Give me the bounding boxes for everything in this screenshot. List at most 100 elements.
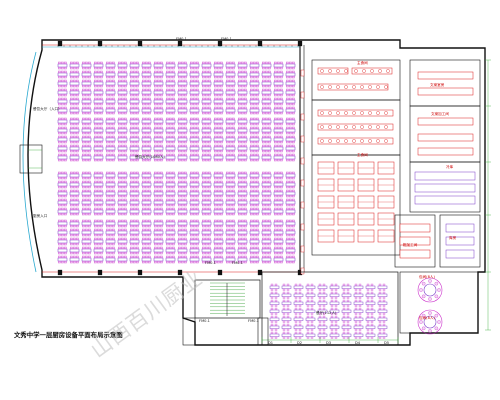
dining-seat <box>205 141 208 144</box>
dining-table <box>165 209 176 214</box>
dining-seat <box>229 237 232 240</box>
dining-seat <box>85 117 88 120</box>
round-seat <box>428 297 432 301</box>
small-table <box>293 309 304 313</box>
dining-seat <box>100 85 103 88</box>
small-seat <box>294 299 298 302</box>
small-seat <box>342 299 346 302</box>
small-seat <box>358 315 362 318</box>
dining-seat <box>121 132 124 135</box>
dining-seat <box>253 123 256 126</box>
small-seat <box>282 296 286 299</box>
dining-seat <box>205 153 208 156</box>
dining-seat <box>88 144 91 147</box>
dining-seat <box>70 180 73 183</box>
dining-seat <box>214 255 217 258</box>
dining-seat <box>238 171 241 174</box>
dining-seat <box>142 213 145 216</box>
dining-seat <box>97 261 100 264</box>
dining-seat <box>232 76 235 79</box>
dining-seat <box>148 88 151 91</box>
dining-seat <box>214 228 217 231</box>
dining-seat <box>58 135 61 138</box>
dining-seat <box>109 243 112 246</box>
dining-seat <box>145 213 148 216</box>
dining-seat <box>217 207 220 210</box>
dining-seat <box>184 103 187 106</box>
dining-seat <box>286 126 289 129</box>
dining-seat <box>169 144 172 147</box>
dining-seat <box>154 123 157 126</box>
small-seat <box>270 336 274 339</box>
small-table <box>329 333 340 337</box>
small-seat <box>334 291 338 294</box>
dining-seat <box>142 195 145 198</box>
dining-seat <box>253 198 256 201</box>
dining-seat <box>193 141 196 144</box>
dining-seat <box>205 135 208 138</box>
dining-seat <box>292 135 295 138</box>
dining-table <box>177 137 188 142</box>
small-seat <box>378 307 382 310</box>
serving-window <box>300 179 305 187</box>
dining-seat <box>229 153 232 156</box>
small-seat <box>322 312 326 315</box>
dining-seat <box>286 252 289 255</box>
dining-seat <box>202 144 205 147</box>
dining-seat <box>133 153 136 156</box>
dining-seat <box>109 79 112 82</box>
dining-seat <box>268 186 271 189</box>
small-table <box>281 285 292 289</box>
dining-table <box>69 119 80 124</box>
dining-seat <box>169 171 172 174</box>
dining-seat <box>220 204 223 207</box>
small-seat <box>306 331 310 334</box>
dining-table <box>117 221 128 226</box>
dining-seat <box>208 234 211 237</box>
dining-table <box>177 128 188 133</box>
dining-seat <box>208 88 211 91</box>
dining-seat <box>169 198 172 201</box>
small-table <box>281 333 292 337</box>
serving-window <box>300 91 305 99</box>
dining-seat <box>118 103 121 106</box>
small-table <box>353 333 364 337</box>
dining-seat <box>70 204 73 207</box>
dining-seat <box>193 204 196 207</box>
dining-table <box>93 221 104 226</box>
dining-seat <box>250 97 253 100</box>
dining-seat <box>88 70 91 73</box>
dining-seat <box>289 243 292 246</box>
dining-seat <box>274 103 277 106</box>
dining-seat <box>154 117 157 120</box>
dining-seat <box>160 61 163 64</box>
small-seat <box>342 307 346 310</box>
dining-seat <box>85 237 88 240</box>
dining-seat <box>88 141 91 144</box>
dining-seat <box>130 150 133 153</box>
dining-seat <box>73 237 76 240</box>
dining-seat <box>217 234 220 237</box>
dining-seat <box>229 198 232 201</box>
dining-seat <box>118 171 121 174</box>
dining-seat <box>178 106 181 109</box>
dining-seat <box>178 228 181 231</box>
dining-seat <box>70 243 73 246</box>
dining-table <box>165 155 176 160</box>
dining-seat <box>88 67 91 70</box>
dining-table <box>285 230 296 235</box>
dining-seat <box>262 97 265 100</box>
dining-seat <box>277 261 280 264</box>
dining-seat <box>232 106 235 109</box>
dining-seat <box>172 180 175 183</box>
dining-seat <box>256 171 259 174</box>
dining-seat <box>193 228 196 231</box>
dining-seat <box>70 198 73 201</box>
dining-seat <box>133 225 136 228</box>
dining-table <box>93 81 104 86</box>
dining-seat <box>208 219 211 222</box>
small-table <box>329 293 340 297</box>
dining-seat <box>205 180 208 183</box>
dining-seat <box>226 103 229 106</box>
dining-seat <box>172 213 175 216</box>
